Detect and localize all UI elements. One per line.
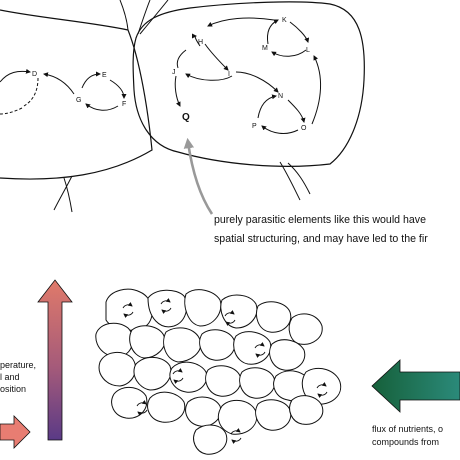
left-cell <box>0 0 153 213</box>
up-gradient-arrow <box>37 279 73 441</box>
parasite-caption-line-1: purely parasitic elements like this woul… <box>214 214 426 226</box>
node-h: H <box>198 39 203 46</box>
left-pointing-green-arrow <box>371 359 460 413</box>
node-e: E <box>102 72 107 79</box>
node-q: Q <box>182 112 190 123</box>
right-cell <box>132 0 365 201</box>
right-network <box>174 17 322 134</box>
right-caption-line-2: compounds from <box>372 437 440 447</box>
left-network <box>0 68 127 115</box>
parasite-caption-line-2: spatial structuring, and may have led to… <box>214 233 428 245</box>
right-caption-line-1: flux of nutrients, o <box>372 424 444 434</box>
node-p: P <box>252 123 257 130</box>
node-l: L <box>306 47 310 54</box>
left-caption-line-2: l and <box>0 372 20 382</box>
cell-cluster <box>95 288 342 455</box>
node-f: F <box>122 101 126 108</box>
node-i: I <box>228 71 230 78</box>
node-d: D <box>32 71 37 78</box>
node-n: N <box>278 93 283 100</box>
node-o: O <box>301 125 307 132</box>
node-j: J <box>172 69 176 76</box>
node-k: K <box>282 17 287 24</box>
node-g: G <box>76 97 81 104</box>
left-caption-line-1: perature, <box>0 360 37 370</box>
right-pointing-salmon-arrow <box>0 415 31 449</box>
parasite-pointer-arrow <box>183 137 214 215</box>
node-m: M <box>262 45 268 52</box>
left-caption-line-3: osition <box>0 384 27 394</box>
